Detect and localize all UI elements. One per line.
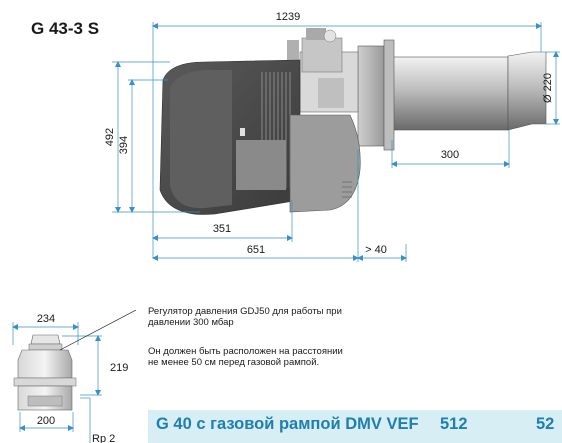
burner-unit	[159, 28, 547, 215]
reg-thread-size: Rp 2	[92, 433, 115, 443]
flange-plate	[383, 39, 395, 151]
dim-tube-length: 300	[441, 149, 459, 161]
tube-nozzle	[507, 51, 547, 131]
banner-value-1: 512	[440, 415, 468, 433]
motor-casing	[289, 114, 361, 213]
dim-height-total: 492	[104, 128, 116, 146]
reg-dim-width: 234	[37, 313, 55, 325]
reg-dim-base-width: 200	[37, 415, 55, 427]
blast-tube	[392, 56, 509, 131]
regulator-note: Регулятор давления GDJ50 для работы при …	[148, 306, 342, 328]
mounting-flange	[357, 45, 385, 147]
pressure-regulator	[13, 334, 77, 411]
dim-height-body: 394	[118, 136, 130, 154]
note-line: не менее 50 см перед газовой рампой.	[148, 356, 320, 368]
label-plate	[240, 128, 245, 136]
note-line: Регулятор давления GDJ50 для работы при	[148, 306, 342, 317]
callout-leader	[59, 309, 137, 351]
control-box	[236, 140, 286, 190]
note-line: Он должен быть расположен на расстоянии	[148, 346, 343, 357]
reg-dim-height: 219	[110, 362, 128, 374]
model-title: G 43-3 S	[31, 19, 99, 38]
banner-value-2: 52	[536, 415, 555, 433]
banner-label: G 40 с газовой рампой DMV VEF	[156, 415, 419, 433]
dimension-lines	[112, 22, 560, 262]
dim-clearance: > 40	[365, 244, 387, 256]
dim-tube-diameter: Ø 220	[542, 73, 554, 103]
dim-overall-length: 1239	[276, 11, 300, 23]
placement-note: Он должен быть расположен на расстоянии …	[148, 346, 343, 368]
regulator-dimension-lines	[12, 322, 102, 443]
note-line: давлении 300 мбар	[148, 316, 234, 328]
housing-panel	[170, 70, 232, 209]
gas-train-banner: G 40 с газовой рампой DMV VEF 512 52	[148, 410, 562, 443]
dim-depth-total: 651	[247, 244, 265, 256]
vent-slots	[342, 181, 352, 198]
dim-depth-front: 351	[213, 223, 231, 235]
